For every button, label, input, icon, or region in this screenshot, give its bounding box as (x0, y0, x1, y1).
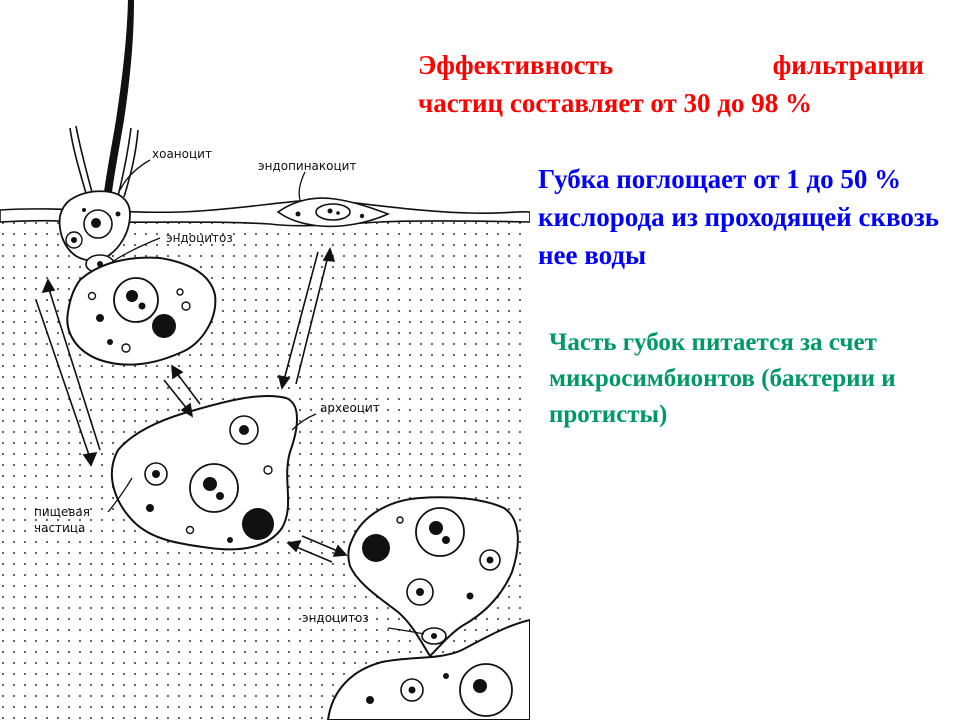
upper-amoebocyte (66, 256, 217, 366)
label-food-particle-line2: частица (34, 521, 85, 535)
label-pointers (107, 159, 425, 635)
bottom-edge-cell (326, 618, 530, 720)
pinacoderm-layer (0, 198, 530, 227)
label-endocytosis-top: эндоцитоз (166, 231, 233, 245)
label-choanocyte: хоаноцит (152, 147, 212, 161)
label-endopinacocyte: эндопинакоцит (258, 159, 356, 173)
filtration-line-1: Эффективность фильтрации (418, 46, 924, 84)
archaeocyte-cell (110, 394, 298, 551)
choanocyte-collar (69, 125, 139, 198)
oxygen-uptake-text: Губка поглощает от 1 до 50 % кислорода и… (538, 164, 940, 270)
label-food-particle-line1: пищевая (34, 505, 90, 519)
microsymbionts-text: Часть губок питается за счет микросимбио… (549, 329, 896, 428)
choanocyte-cell (58, 190, 131, 262)
filtration-word-2: фильтрации (772, 50, 924, 80)
label-archaeocyte: археоцит (320, 401, 380, 415)
filtration-efficiency-text: Эффективность фильтрации частиц составля… (418, 46, 924, 122)
label-endocytosis-bottom: эндоцитоз (302, 611, 369, 625)
endocytosis-vacuole-bottom (421, 627, 447, 645)
sponge-cells-diagram: хоаноцит эндопинакоцит эндоцитоз археоци… (0, 0, 530, 720)
flagellum (103, 0, 134, 200)
filtration-word-1: Эффективность (418, 50, 614, 80)
lower-right-cell (347, 496, 519, 658)
filtration-line-2: частиц составляет от 30 до 98 % (418, 88, 812, 118)
endopinacocyte-cell (276, 197, 391, 228)
migration-arrows (35, 247, 348, 563)
